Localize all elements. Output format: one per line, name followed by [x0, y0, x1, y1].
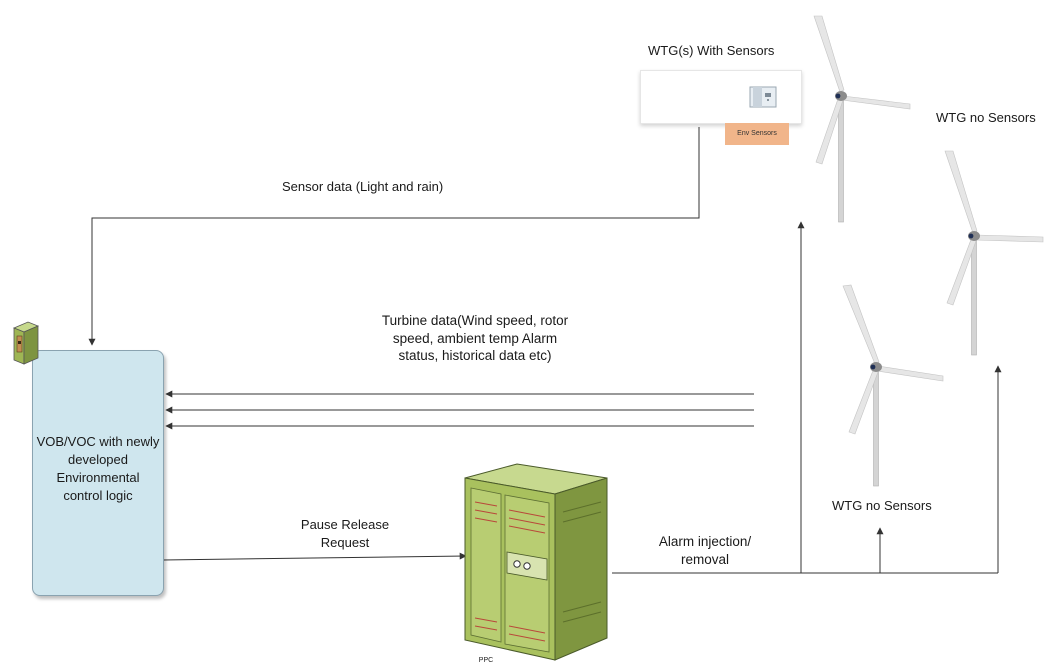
ppc-label: PPC [478, 657, 494, 664]
sensor-device-icon [749, 86, 777, 108]
wind-turbine-icon [842, 284, 944, 487]
small-server-icon [12, 321, 40, 365]
pause-release-arrow [162, 552, 467, 561]
alarm-injection-label: Alarm injection/ removal [658, 534, 752, 567]
wtg-no-sensors-label-right: WTG no Sensors [936, 110, 1036, 125]
wtg-sensor-panel [640, 70, 802, 124]
wtg-no-sensors-label-bottom: WTG no Sensors [832, 498, 932, 513]
sensor-data-arrow [88, 127, 700, 346]
env-sensors-badge: Env Sensors [725, 123, 789, 145]
turbine-data-label: Turbine data(Wind speed, rotor speed, am… [381, 313, 569, 363]
vob-voc-label: VOB/VOC with newly developed Environment… [36, 434, 160, 503]
sensor-data-label: Sensor data (Light and rain) [282, 179, 444, 194]
wind-turbine-icon [944, 150, 1044, 356]
pause-release-label: Pause Release Request [300, 517, 390, 550]
wind-turbine-icon [813, 15, 911, 223]
wtg-sensors-title: WTG(s) With Sensors [648, 43, 775, 58]
server-cabinet-icon [464, 463, 608, 661]
vob-voc-node [32, 350, 164, 596]
